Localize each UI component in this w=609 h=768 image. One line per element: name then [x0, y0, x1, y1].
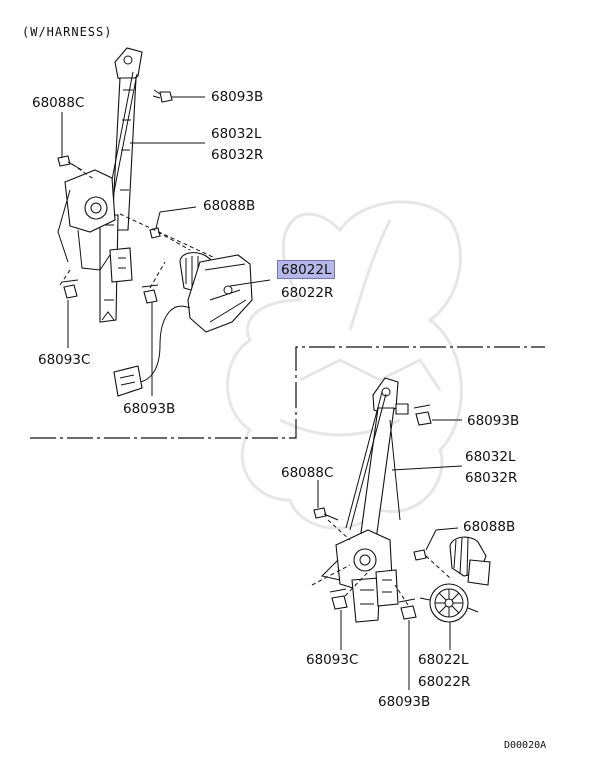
section-divider: [30, 346, 545, 439]
label-68032L-lower[interactable]: 68032L: [465, 449, 516, 465]
upper-motor: [113, 252, 253, 397]
label-68093C-upper[interactable]: 68093C: [38, 352, 91, 368]
upper-leaders: [59, 96, 271, 396]
label-68088C-lower[interactable]: 68088C: [281, 465, 334, 481]
harness-header: (W/HARNESS): [22, 25, 113, 39]
label-68088C-upper[interactable]: 68088C: [32, 95, 85, 111]
upper-regulator: [57, 47, 143, 323]
lower-regulator: [321, 377, 409, 623]
label-68032L-upper[interactable]: 68032L: [211, 126, 262, 142]
lower-leaders: [311, 419, 463, 690]
label-68022L-lower[interactable]: 68022L: [418, 652, 469, 668]
lower-motor: [419, 536, 491, 623]
label-68088B-upper[interactable]: 68088B: [203, 198, 256, 214]
label-68022R-lower[interactable]: 68022R: [418, 674, 471, 690]
label-68088B-lower[interactable]: 68088B: [463, 519, 516, 535]
diagram-reference-code: D00020A: [504, 740, 547, 751]
label-68032R-lower[interactable]: 68032R: [465, 470, 518, 486]
watermark-emblem: [226, 200, 463, 530]
lower-bolts: [313, 404, 432, 620]
label-68022L-upper[interactable]: 68022L: [277, 260, 336, 279]
upper-bolts: [57, 89, 173, 304]
label-68093B-lower-top[interactable]: 68093B: [467, 413, 520, 429]
label-68032R-upper[interactable]: 68032R: [211, 147, 264, 163]
label-68093B-upper-top[interactable]: 68093B: [211, 89, 264, 105]
label-68093B-lower-low[interactable]: 68093B: [378, 694, 431, 710]
label-68093B-upper-low[interactable]: 68093B: [123, 401, 176, 417]
highlighted-part-number[interactable]: 68022L: [277, 260, 336, 279]
label-68022R-upper[interactable]: 68022R: [281, 285, 334, 301]
label-68093C-lower[interactable]: 68093C: [306, 652, 359, 668]
